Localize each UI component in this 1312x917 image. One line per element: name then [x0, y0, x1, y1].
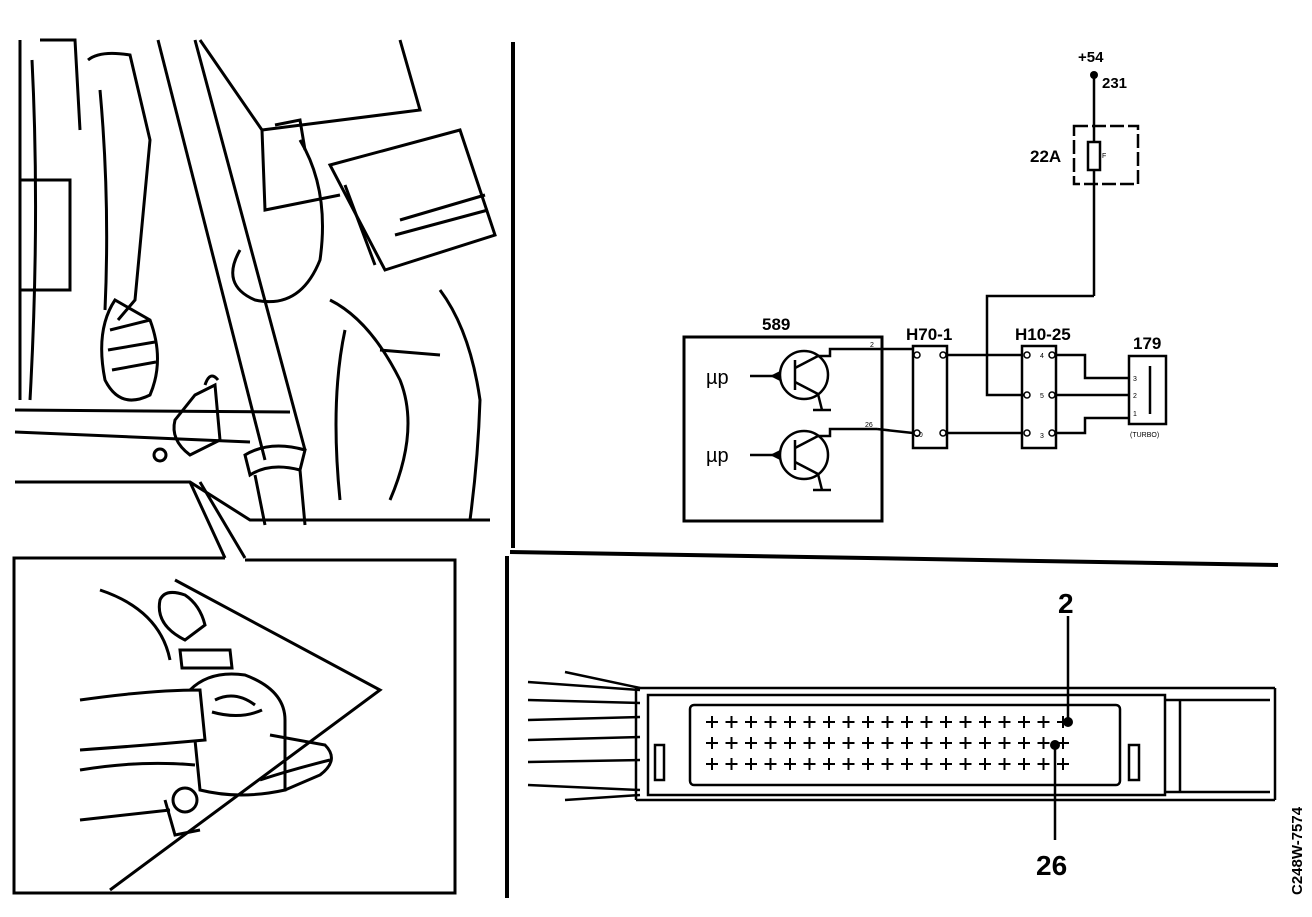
- ecu-label: 589: [762, 315, 790, 334]
- connector-pin: [959, 737, 972, 749]
- connector-h70-1-label: H70-1: [906, 325, 952, 344]
- ecu-transistors: [750, 347, 877, 492]
- ecu-connector-view: [527, 670, 1277, 802]
- pin-callouts: 2 26: [1036, 588, 1074, 881]
- connector-pin: [920, 737, 933, 749]
- pin-callout-26: 26: [1036, 850, 1067, 881]
- connector-pin: [784, 758, 796, 770]
- connector-pin: [862, 737, 874, 749]
- input-arrow-1: [770, 371, 780, 381]
- connector-pin: [725, 758, 738, 770]
- h10-pin-5: 5: [1040, 393, 1044, 400]
- connector-pin: [979, 758, 991, 770]
- wiring-schematic: +54 231 22A F 589: [682, 49, 1168, 523]
- connector-pin: [823, 758, 835, 770]
- connector-pin: [784, 737, 796, 749]
- connector-pin: [764, 716, 777, 728]
- ecu-pin-26: 26: [865, 422, 873, 429]
- connector-pin: [725, 737, 738, 749]
- connector-pin: [901, 716, 913, 728]
- connector-pin: [842, 758, 855, 770]
- connector-pin: [1057, 758, 1069, 770]
- component-179-label: 179: [1133, 334, 1161, 353]
- connector-pin: [764, 758, 777, 770]
- connector-pin: [1037, 737, 1050, 749]
- connector-pin: [842, 716, 855, 728]
- supply-label: +54: [1078, 49, 1104, 66]
- connector-pin: [940, 758, 952, 770]
- supply-wire-label: 231: [1102, 75, 1127, 92]
- connector-pin: [862, 758, 874, 770]
- connector-h10-25-label: H10-25: [1015, 325, 1071, 344]
- connector-pin: [920, 716, 933, 728]
- connector-pin: [784, 716, 796, 728]
- connector-pin: [901, 737, 913, 749]
- connector-pin: [823, 737, 835, 749]
- comp-pin-1: 1: [1133, 411, 1137, 418]
- input-arrow-2: [770, 450, 780, 460]
- engine-bay-illustration: [12, 38, 497, 895]
- connector-pin: [725, 716, 738, 728]
- ecu-pin-grid: [706, 716, 1069, 770]
- connector-pin: [1037, 758, 1050, 770]
- ecu-pin-2: 2: [870, 342, 874, 349]
- connector-pin: [803, 716, 816, 728]
- connector-pin: [881, 737, 894, 749]
- connector-pin: [1037, 716, 1050, 728]
- connector-pin: [998, 716, 1011, 728]
- component-note: (TURBO): [1130, 432, 1159, 439]
- h10-pin-3: 3: [1040, 433, 1044, 440]
- connector-pin: [764, 737, 777, 749]
- comp-pin-2: 2: [1133, 393, 1137, 400]
- connector-pin: [862, 716, 874, 728]
- connector-pin: [979, 716, 991, 728]
- comp-pin-3: 3: [1133, 376, 1137, 383]
- pin-circles: [913, 351, 1056, 437]
- connector-pin: [1018, 737, 1030, 749]
- ecu-input-1: µp: [706, 367, 729, 389]
- schematic-wires: [876, 347, 1130, 435]
- connector-pin: [803, 758, 816, 770]
- connector-pin: [920, 758, 933, 770]
- connector-pin: [998, 758, 1011, 770]
- fuse-box: [985, 75, 1140, 397]
- connector-pin: [959, 758, 972, 770]
- connector-pin: [940, 737, 952, 749]
- connector-pin: [881, 716, 894, 728]
- connector-pin: [745, 758, 757, 770]
- connector-pin: [901, 758, 913, 770]
- pin-callout-2: 2: [1058, 588, 1074, 619]
- figure-code: C248W-7574: [1289, 806, 1306, 895]
- connector-h10-25: [1020, 344, 1058, 450]
- connector-pin: [803, 737, 816, 749]
- connector-pin: [998, 737, 1011, 749]
- connector-pin: [842, 737, 855, 749]
- ecu-input-2: µp: [706, 445, 729, 467]
- fuse-mark: F: [1102, 153, 1106, 160]
- connector-pin: [881, 758, 894, 770]
- component-179-box: [1127, 354, 1168, 426]
- panel-dividers: [505, 42, 1279, 898]
- connector-pin: [745, 716, 757, 728]
- connector-pin: [706, 716, 718, 728]
- h10-pin-4: 4: [1040, 353, 1044, 360]
- connector-pin: [706, 737, 718, 749]
- connector-h70-1: [911, 344, 949, 450]
- connector-pin: [1018, 716, 1030, 728]
- connector-pin: [1018, 758, 1030, 770]
- connector-pin: [979, 737, 991, 749]
- connector-pin: [706, 758, 718, 770]
- connector-pin: [823, 716, 835, 728]
- connector-pin: [745, 737, 757, 749]
- connector-pin: [940, 716, 952, 728]
- connector-pin: [959, 716, 972, 728]
- sensor-detail-inset: [79, 578, 383, 892]
- fuse-rating-label: 22A: [1030, 147, 1061, 166]
